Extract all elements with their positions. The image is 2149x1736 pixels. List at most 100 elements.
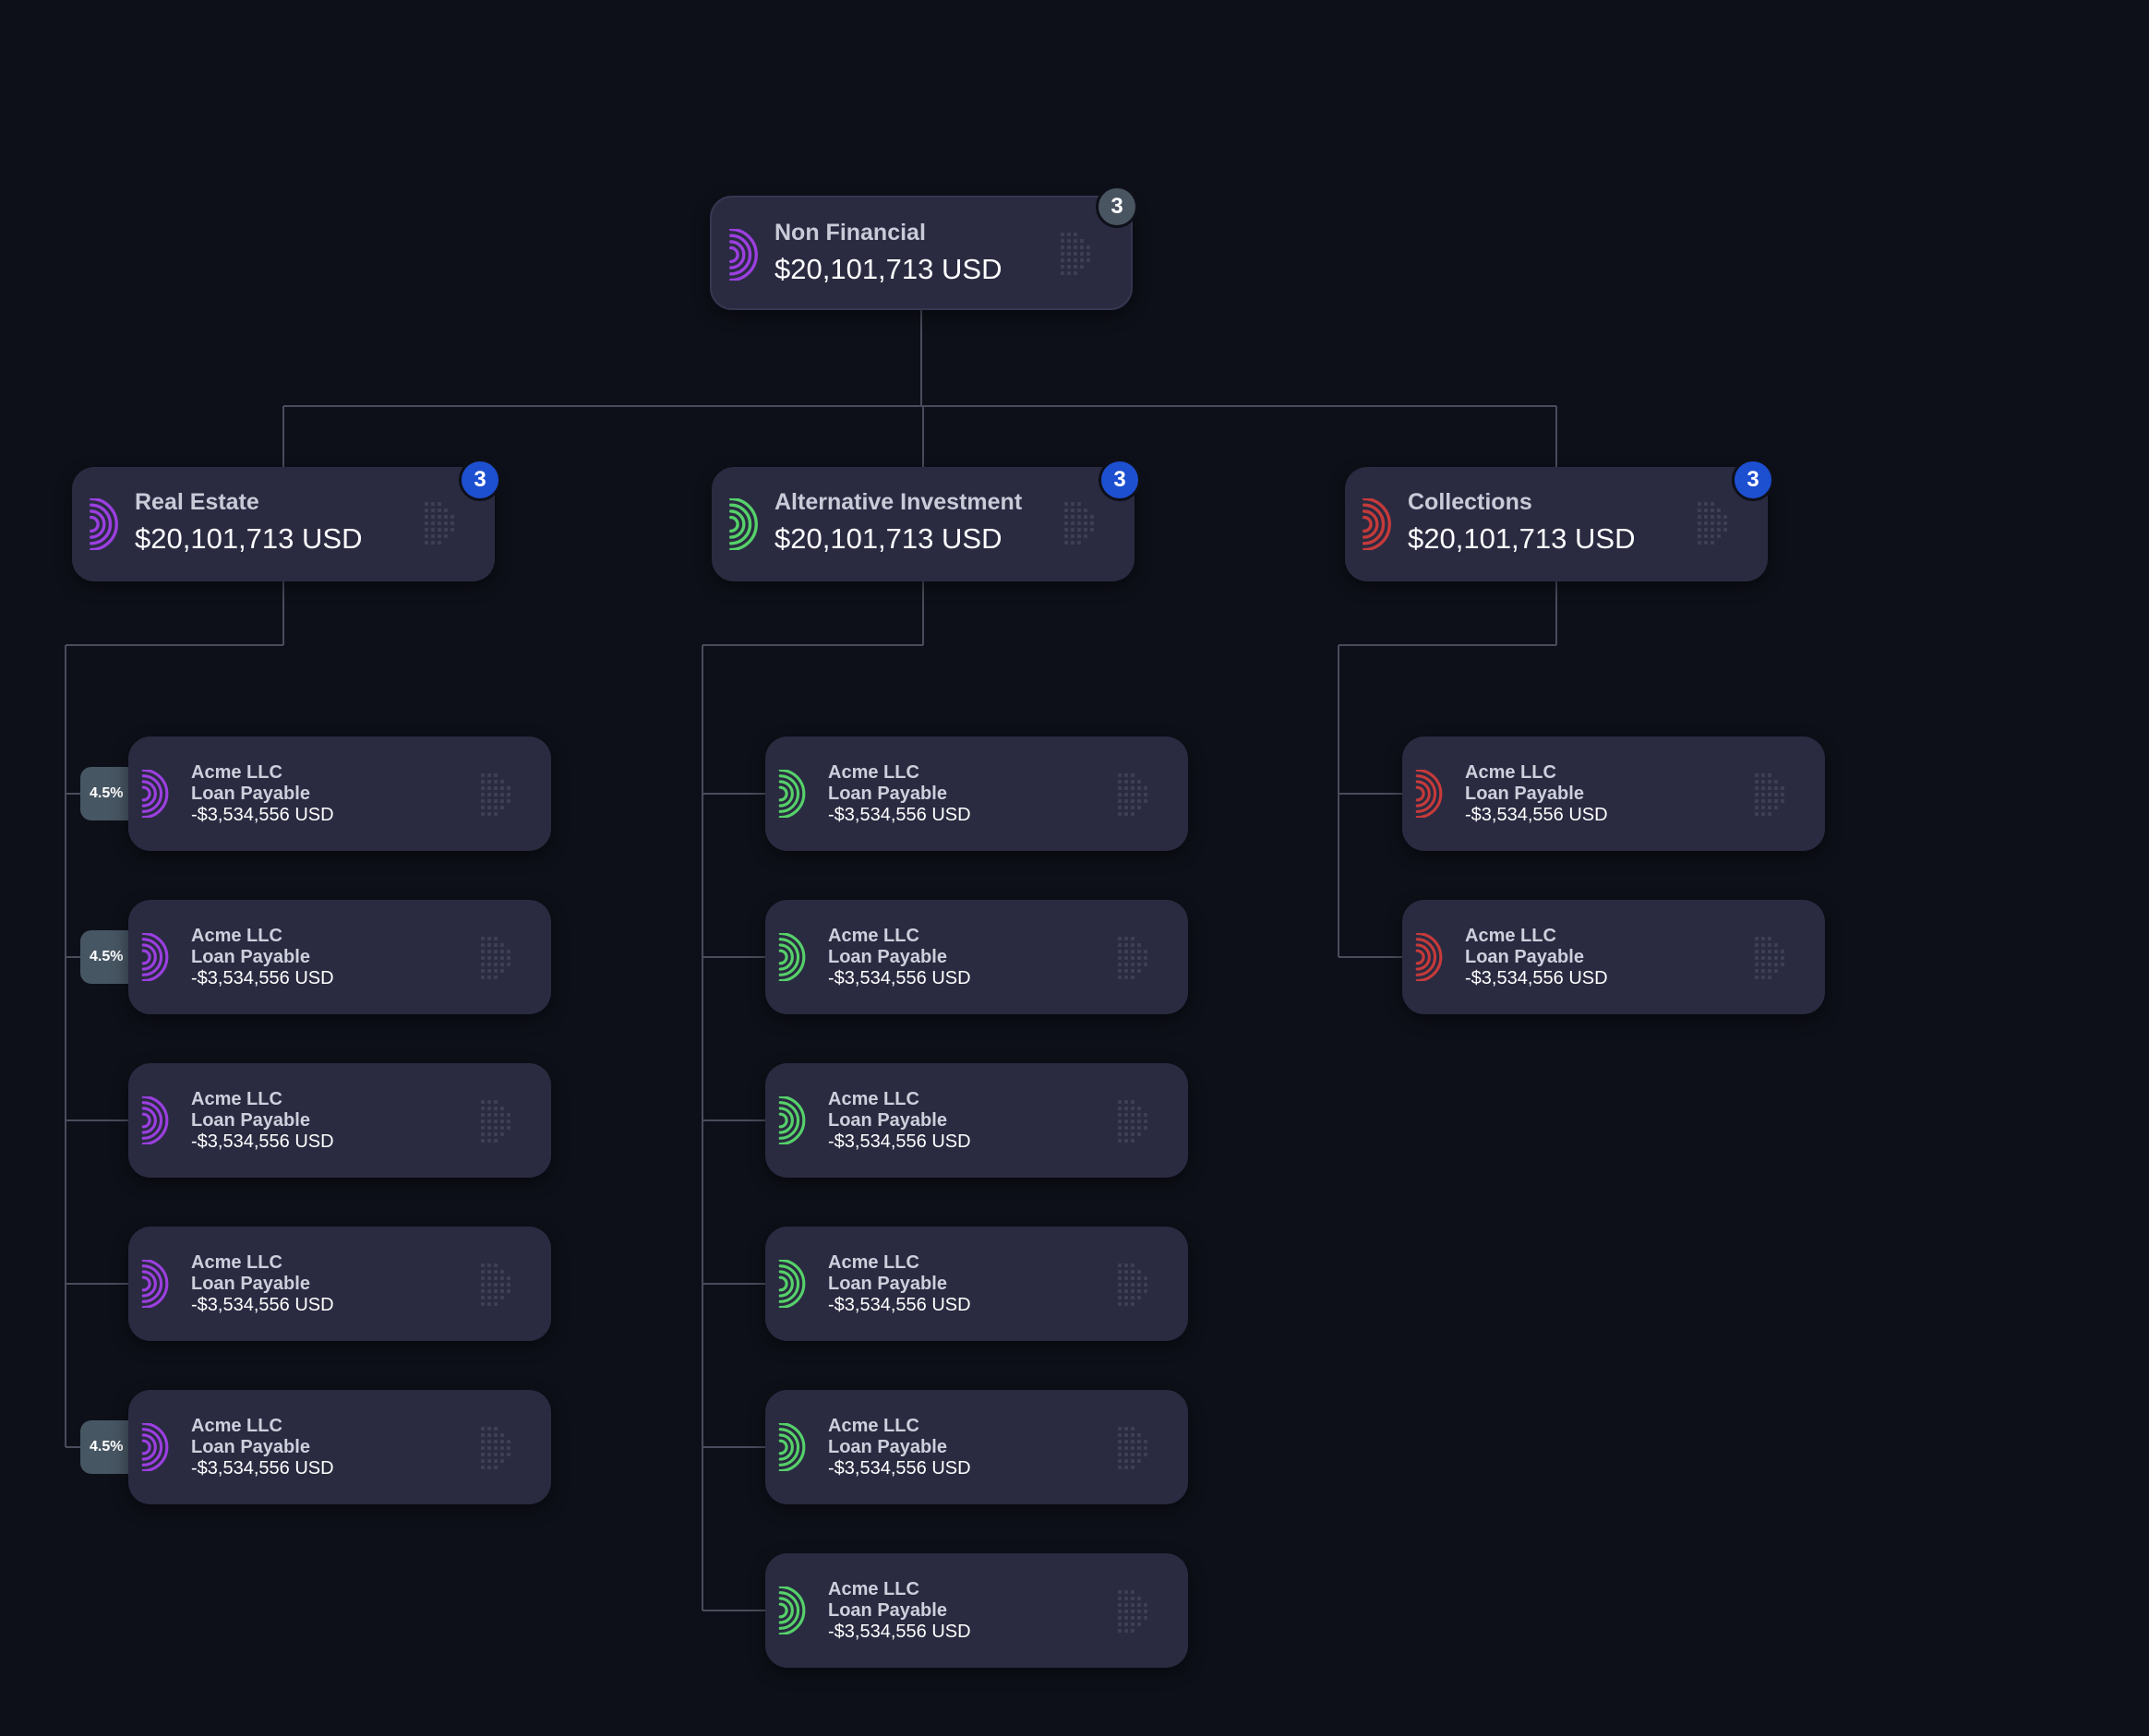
drag-grid-icon[interactable]	[481, 937, 516, 988]
leaf-account-type: Loan Payable	[191, 1110, 310, 1131]
drag-grid-icon[interactable]	[1118, 1100, 1153, 1151]
leaf-amount: -$3,534,556 USD	[828, 1458, 971, 1479]
leaf-account-type: Loan Payable	[828, 784, 947, 804]
leaf-account-type: Loan Payable	[191, 947, 310, 967]
allocation-percent-tag: 4.5%	[80, 767, 138, 820]
leaf-entity-name: Acme LLC	[828, 1252, 919, 1273]
category-amount: $20,101,713 USD	[1408, 522, 1636, 555]
drag-grid-icon[interactable]	[1118, 773, 1153, 824]
leaf-entity-name: Acme LLC	[191, 1089, 282, 1109]
allocation-percent-tag: 4.5%	[80, 930, 138, 984]
leaf-amount: -$3,534,556 USD	[1465, 805, 1608, 825]
leaf-amount: -$3,534,556 USD	[191, 1458, 334, 1479]
category-amount: $20,101,713 USD	[774, 522, 1002, 555]
category-label: Alternative Investment	[774, 489, 1023, 515]
drag-grid-icon[interactable]	[481, 773, 516, 824]
category-label: Real Estate	[135, 489, 259, 515]
signal-arcs-icon	[138, 1095, 186, 1149]
drag-grid-icon[interactable]	[481, 1100, 516, 1151]
drag-grid-icon[interactable]	[1118, 1263, 1153, 1314]
drag-grid-icon[interactable]	[1755, 937, 1790, 988]
category-count-badge: 3	[1099, 459, 1141, 501]
signal-arcs-icon	[725, 497, 776, 555]
leaf-amount: -$3,534,556 USD	[191, 805, 334, 825]
signal-arcs-icon	[1411, 768, 1459, 822]
leaf-amount: -$3,534,556 USD	[828, 805, 971, 825]
leaf-account-type: Loan Payable	[828, 1600, 947, 1621]
drag-grid-icon[interactable]	[1698, 502, 1733, 553]
signal-arcs-icon	[1358, 497, 1410, 555]
category-amount: $20,101,713 USD	[135, 522, 363, 555]
signal-arcs-icon	[85, 497, 137, 555]
root-amount: $20,101,713 USD	[774, 253, 1002, 285]
drag-grid-icon[interactable]	[481, 1263, 516, 1314]
leaf-account-type: Loan Payable	[191, 1437, 310, 1457]
signal-arcs-icon	[774, 1585, 822, 1639]
leaf-account-type: Loan Payable	[828, 1274, 947, 1294]
drag-grid-icon[interactable]	[1118, 937, 1153, 988]
leaf-entity-name: Acme LLC	[1465, 926, 1556, 946]
drag-grid-icon[interactable]	[1118, 1427, 1153, 1478]
root-label: Non Financial	[774, 220, 926, 245]
leaf-amount: -$3,534,556 USD	[191, 1295, 334, 1315]
leaf-account-type: Loan Payable	[191, 1274, 310, 1294]
leaf-entity-name: Acme LLC	[828, 1579, 919, 1599]
drag-grid-icon[interactable]	[1755, 773, 1790, 824]
signal-arcs-icon	[1411, 931, 1459, 986]
leaf-amount: -$3,534,556 USD	[1465, 968, 1608, 988]
category-count-badge: 3	[459, 459, 501, 501]
leaf-amount: -$3,534,556 USD	[191, 968, 334, 988]
leaf-entity-name: Acme LLC	[828, 926, 919, 946]
category-node-collections[interactable]: Collections $20,101,713 USD	[1345, 467, 1768, 581]
signal-arcs-icon	[774, 768, 822, 822]
leaf-amount: -$3,534,556 USD	[828, 1131, 971, 1152]
category-label: Collections	[1408, 489, 1532, 515]
category-node-alternative-investment[interactable]: Alternative Investment $20,101,713 USD	[712, 467, 1135, 581]
leaf-account-type: Loan Payable	[828, 1110, 947, 1131]
leaf-account-type: Loan Payable	[828, 947, 947, 967]
leaf-amount: -$3,534,556 USD	[828, 1622, 971, 1642]
signal-arcs-icon	[138, 1421, 186, 1476]
leaf-amount: -$3,534,556 USD	[191, 1131, 334, 1152]
drag-grid-icon[interactable]	[425, 502, 460, 553]
leaf-account-type: Loan Payable	[1465, 947, 1584, 967]
leaf-entity-name: Acme LLC	[828, 1416, 919, 1436]
drag-grid-icon[interactable]	[1061, 233, 1096, 283]
leaf-account-type: Loan Payable	[828, 1437, 947, 1457]
signal-arcs-icon	[774, 1421, 822, 1476]
leaf-amount: -$3,534,556 USD	[828, 1295, 971, 1315]
signal-arcs-icon	[725, 227, 776, 285]
signal-arcs-icon	[138, 931, 186, 986]
root-node-non-financial[interactable]: Non Financial $20,101,713 USD	[710, 196, 1133, 310]
signal-arcs-icon	[774, 1095, 822, 1149]
leaf-entity-name: Acme LLC	[828, 1089, 919, 1109]
category-node-real-estate[interactable]: Real Estate $20,101,713 USD	[72, 467, 495, 581]
allocation-percent-tag: 4.5%	[80, 1420, 138, 1474]
leaf-entity-name: Acme LLC	[191, 926, 282, 946]
leaf-amount: -$3,534,556 USD	[828, 968, 971, 988]
drag-grid-icon[interactable]	[481, 1427, 516, 1478]
leaf-entity-name: Acme LLC	[191, 1416, 282, 1436]
drag-grid-icon[interactable]	[1064, 502, 1099, 553]
leaf-entity-name: Acme LLC	[828, 762, 919, 783]
signal-arcs-icon	[774, 1258, 822, 1312]
signal-arcs-icon	[138, 1258, 186, 1312]
leaf-entity-name: Acme LLC	[191, 762, 282, 783]
leaf-entity-name: Acme LLC	[191, 1252, 282, 1273]
drag-grid-icon[interactable]	[1118, 1590, 1153, 1641]
signal-arcs-icon	[138, 768, 186, 822]
leaf-entity-name: Acme LLC	[1465, 762, 1556, 783]
